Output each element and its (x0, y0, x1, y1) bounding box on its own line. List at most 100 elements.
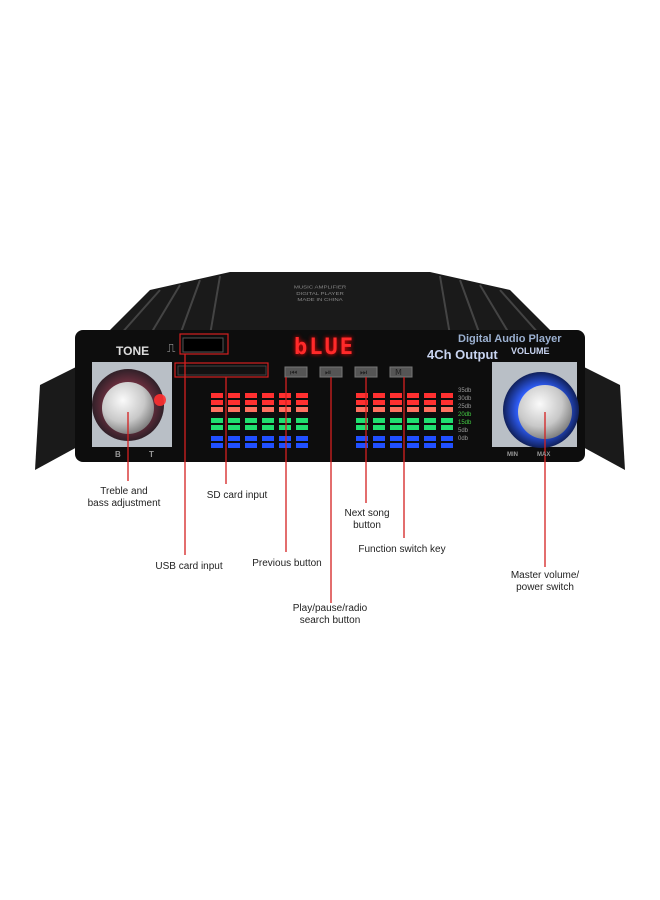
eq-led (407, 436, 419, 441)
db-label: 0db (458, 436, 469, 442)
callout-text: Treble and (100, 486, 148, 497)
eq-led (211, 425, 223, 430)
callout-text: Master volume/ (510, 570, 580, 581)
eq-led (356, 400, 368, 405)
eq-led (296, 436, 308, 441)
eq-led (424, 443, 436, 448)
eq-led (373, 400, 385, 405)
db-scale: 35db 30db 25db 20db 15db 5db 0db (458, 387, 471, 443)
eq-led (424, 400, 436, 405)
treble-label: T (149, 450, 154, 459)
db-label: 20db (458, 412, 472, 418)
eq-led (228, 418, 240, 423)
eq-led (211, 393, 223, 398)
eq-led (424, 425, 436, 430)
eq-led (228, 443, 240, 448)
callout-text: Play/pause/radio (292, 603, 368, 614)
eq-led (296, 407, 308, 412)
vol-max: MAX (537, 452, 551, 458)
eq-led (228, 400, 240, 405)
eq-led (296, 418, 308, 423)
eq-led (228, 393, 240, 398)
eq-led (211, 418, 223, 423)
callout-lines (127, 354, 546, 603)
eq-led (407, 393, 419, 398)
eq-led (262, 443, 274, 448)
eq-led (390, 407, 402, 412)
brand-line-2: 4Ch Output (427, 347, 498, 362)
svg-text:⎍: ⎍ (167, 341, 176, 355)
eq-led (390, 436, 402, 441)
eq-led (407, 418, 419, 423)
callout-sd: SD card input (206, 490, 268, 501)
eq-led (390, 393, 402, 398)
eq-led (262, 425, 274, 430)
svg-text:M: M (395, 368, 402, 377)
eq-led (211, 407, 223, 412)
eq-led (279, 436, 291, 441)
eq-led (424, 393, 436, 398)
eq-led (296, 443, 308, 448)
db-label: 25db (458, 404, 472, 410)
eq-led (279, 407, 291, 412)
eq-led (279, 418, 291, 423)
eq-led (407, 425, 419, 430)
eq-led (279, 443, 291, 448)
eq-led (373, 393, 385, 398)
eq-led (279, 400, 291, 405)
eq-led (424, 436, 436, 441)
callout-text: search button (299, 615, 361, 626)
svg-text:⏯: ⏯ (325, 368, 331, 377)
callout-previous: Previous button (252, 558, 322, 569)
eq-led (441, 400, 453, 405)
eq-led (356, 436, 368, 441)
eq-led (262, 400, 274, 405)
eq-led (245, 393, 257, 398)
callout-text: Next song (344, 508, 390, 519)
eq-led (211, 443, 223, 448)
eq-led (279, 393, 291, 398)
eq-led (245, 407, 257, 412)
eq-led (245, 400, 257, 405)
db-label: 5db (458, 428, 469, 434)
eq-led (211, 400, 223, 405)
eq-led (441, 425, 453, 430)
eq-led (424, 407, 436, 412)
volume-label: VOLUME (511, 346, 550, 356)
callout-text: power switch (516, 582, 574, 593)
eq-led (373, 436, 385, 441)
callout-function: Function switch key (358, 544, 446, 555)
eq-led (356, 407, 368, 412)
eq-led (373, 407, 385, 412)
brand-line-1: Digital Audio Player (458, 333, 562, 345)
eq-led (211, 436, 223, 441)
eq-led (441, 436, 453, 441)
eq-led (356, 425, 368, 430)
vol-min: MIN (507, 452, 518, 458)
db-label: 30db (458, 396, 472, 402)
eq-led (296, 400, 308, 405)
eq-led (390, 418, 402, 423)
eq-led (356, 393, 368, 398)
eq-led (228, 425, 240, 430)
db-label: 15db (458, 420, 472, 426)
callout-usb: USB card input (155, 561, 223, 572)
eq-led (356, 418, 368, 423)
eq-led (390, 400, 402, 405)
callout-master: Master volume/power switch (511, 570, 579, 594)
eq-led (407, 443, 419, 448)
eq-led (245, 443, 257, 448)
bass-label: B (115, 450, 121, 459)
eq-led (356, 443, 368, 448)
eq-led (262, 407, 274, 412)
callout-text: bass adjustment (87, 498, 161, 509)
eq-led (296, 425, 308, 430)
eq-led (424, 418, 436, 423)
eq-led (441, 418, 453, 423)
tone-knob[interactable] (102, 382, 154, 434)
eq-led (407, 407, 419, 412)
equalizer-display (211, 393, 453, 448)
eq-led (373, 443, 385, 448)
